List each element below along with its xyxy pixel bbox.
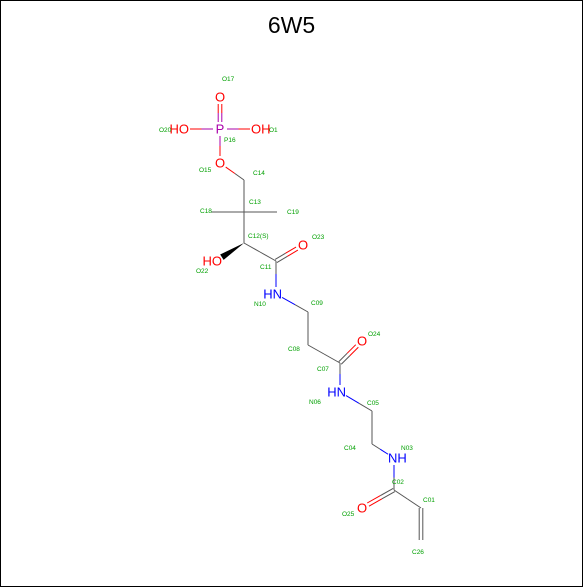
atom-label-c26: C26 xyxy=(412,549,424,556)
atom-symbol-o1: OH xyxy=(251,122,271,137)
atom-label-n06: N06 xyxy=(309,399,321,406)
atom-label-c19: C19 xyxy=(287,209,299,216)
bond-c11-o23 xyxy=(274,246,299,263)
atom-symbol-o25: O xyxy=(357,501,367,516)
atom-label-o1: O1 xyxy=(269,127,278,134)
atom-label-c18: C18 xyxy=(200,208,212,215)
atom-label-c05: C05 xyxy=(367,400,379,407)
atom-label-o20: O20 xyxy=(159,127,172,134)
atom-symbol-n06: HN xyxy=(327,385,346,400)
bond-c08-c07 xyxy=(307,344,341,364)
atom-symbol-o17: O xyxy=(215,90,225,105)
atom-label-c07: C07 xyxy=(317,366,329,373)
atom-label-c12: C12(S) xyxy=(248,233,269,240)
atom-label-n03: N03 xyxy=(401,445,413,452)
atom-label-c04: C04 xyxy=(344,445,356,452)
atom-label-c09: C09 xyxy=(311,300,323,307)
atom-label-n10: N10 xyxy=(254,301,266,308)
atom-symbol-p16: P xyxy=(216,122,225,137)
atom-symbol-o23: O xyxy=(298,238,308,253)
atom-label-c02: C02 xyxy=(392,479,404,486)
bond-c07-o24 xyxy=(338,344,359,365)
bond-c12-o22 xyxy=(220,243,244,260)
atom-label-p16: P16 xyxy=(224,137,236,144)
atom-label-o24: O24 xyxy=(368,331,381,338)
atom-label-c14: C14 xyxy=(253,170,265,177)
bond-n06-c05 xyxy=(345,395,373,412)
atom-symbol-o24: O xyxy=(357,334,367,349)
atom-label-o22: O22 xyxy=(196,268,209,275)
diagram-title: 6W5 xyxy=(267,12,316,38)
bond-c12-c11 xyxy=(243,242,277,262)
atom-label-o17: O17 xyxy=(222,76,235,83)
bond-n10-c09 xyxy=(281,296,309,313)
atom-label-c13: C13 xyxy=(249,199,261,206)
atom-symbol-o22: HO xyxy=(203,254,223,269)
atom-label-o23: O23 xyxy=(312,234,325,241)
atom-symbol-o20: HO xyxy=(170,122,190,137)
atom-symbol-o15: O xyxy=(215,156,225,171)
atom-symbol-n03: NH xyxy=(388,451,407,466)
atom-label-o15: O15 xyxy=(199,167,212,174)
bond-c04-n03 xyxy=(371,443,389,455)
atom-label-c01: C01 xyxy=(423,497,435,504)
atom-label-c11: C11 xyxy=(260,264,272,271)
atom-label-o25: O25 xyxy=(342,511,355,518)
bond-p16-o17 xyxy=(217,104,223,122)
bond-c02-o25 xyxy=(366,487,396,507)
bond-c02-c01 xyxy=(393,489,422,509)
bond-c01-c26 xyxy=(418,508,424,540)
atom-label-c08: C08 xyxy=(288,346,300,353)
bond-o15-c14 xyxy=(225,166,245,181)
atom-symbol-n10: HN xyxy=(263,287,282,302)
